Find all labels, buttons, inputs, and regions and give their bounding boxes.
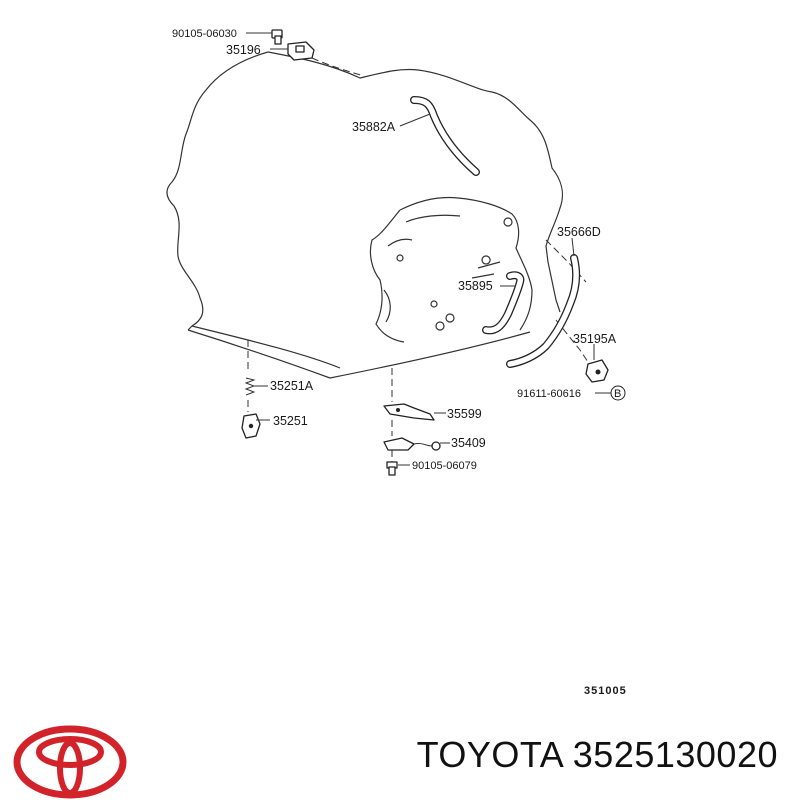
part-number: 3525130020 [572, 734, 778, 775]
plate-35251 [241, 413, 261, 439]
assembly-guide-lines [247, 57, 593, 462]
label-35666d: 35666D [557, 225, 601, 239]
label-35251: 35251 [273, 414, 308, 428]
brand-name: TOYOTA [416, 734, 563, 775]
sensor-35409 [383, 437, 441, 451]
hose-35666d [506, 254, 581, 368]
label-35195a: 35195A [573, 332, 617, 346]
label-91611-60616: 91611-60616 [517, 388, 581, 400]
label-90105-06079: 90105-06079 [412, 460, 477, 472]
callout-b-label: B [614, 388, 621, 400]
transmission-housing-outline [166, 51, 564, 379]
toyota-logo-icon [13, 725, 127, 799]
hose-35882a [410, 96, 480, 176]
label-35409: 35409 [451, 436, 486, 450]
bolt-90105-06079 [386, 461, 398, 476]
callout-b: B [610, 385, 626, 401]
footer: TOYOTA 3525130020 [0, 712, 800, 800]
label-35895: 35895 [458, 279, 493, 293]
bracket-35196 [287, 41, 315, 61]
bolt-90105-06030 [271, 29, 283, 45]
leader-lines [246, 32, 611, 466]
label-90105-06030: 90105-06030 [172, 28, 237, 40]
clamp-35195a [585, 359, 609, 383]
label-35599: 35599 [447, 407, 482, 421]
label-35196: 35196 [226, 43, 261, 57]
figure-code: 351005 [584, 685, 627, 697]
label-35882a: 35882A [352, 120, 396, 134]
hose-35895 [482, 271, 525, 335]
label-35251a: 35251A [270, 379, 314, 393]
bracket-35599 [383, 403, 435, 421]
spring-35251a [244, 377, 256, 396]
brand-part-heading: TOYOTA 3525130020 [417, 734, 778, 776]
